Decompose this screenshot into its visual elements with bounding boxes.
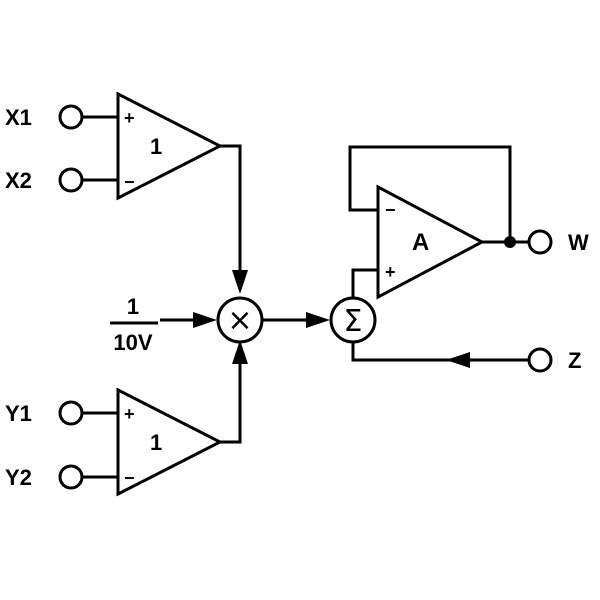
x-to-multiplier-arrow: [232, 270, 248, 294]
summing-junction: Σ: [329, 296, 377, 344]
multiplier-symbol: ×: [227, 303, 252, 338]
output-junction-dot: [504, 236, 516, 248]
x-amp-plus-sign: +: [124, 108, 135, 128]
y-amp-minus-sign: −: [124, 468, 135, 488]
summer-symbol: Σ: [344, 304, 363, 339]
y1-terminal: [58, 400, 84, 426]
out-amp-label: A: [412, 229, 429, 256]
out-amp-plus-sign: +: [385, 262, 396, 282]
x-amp-gain: 1: [150, 134, 162, 159]
x-input-amplifier: + − 1: [116, 91, 224, 201]
y-amp-output-wire: [220, 362, 242, 444]
x2-label: X2: [5, 168, 32, 193]
x2-terminal: [58, 167, 84, 193]
y-to-multiplier-arrow: [232, 340, 248, 364]
scale-factor: 1 10V: [110, 294, 158, 355]
z-label: Z: [568, 348, 581, 373]
y-input-amplifier: + − 1: [116, 387, 224, 497]
y1-label: Y1: [5, 401, 32, 426]
x1-terminal: [58, 104, 84, 130]
out-amp-triangle: [376, 184, 486, 300]
x-amp-output-wire: [220, 144, 242, 280]
summer-to-amp-wire: [351, 268, 380, 298]
multiplier: ×: [216, 296, 264, 344]
w-label: W: [568, 230, 589, 255]
z-terminal: [527, 347, 553, 373]
scale-numerator: 1: [127, 294, 139, 319]
x1-label: X1: [5, 105, 32, 130]
x-amp-triangle: [116, 91, 224, 201]
y-amp-triangle: [116, 387, 224, 497]
y2-terminal: [58, 464, 84, 490]
y-amp-gain: 1: [150, 430, 162, 455]
z-wire: [351, 342, 530, 362]
out-amp-minus-sign: −: [385, 200, 396, 220]
x-amp-minus-sign: −: [124, 172, 135, 192]
scale-denominator: 10V: [113, 330, 152, 355]
scale-to-multiplier-arrow: [193, 312, 217, 328]
z-arrow: [446, 352, 470, 368]
y2-label: Y2: [5, 465, 32, 490]
feedback-wire: [348, 145, 512, 242]
output-amplifier: − + A: [376, 184, 486, 300]
w-terminal: [527, 229, 553, 255]
multiplier-to-summer-arrow: [306, 312, 330, 328]
y-amp-plus-sign: +: [124, 404, 135, 424]
